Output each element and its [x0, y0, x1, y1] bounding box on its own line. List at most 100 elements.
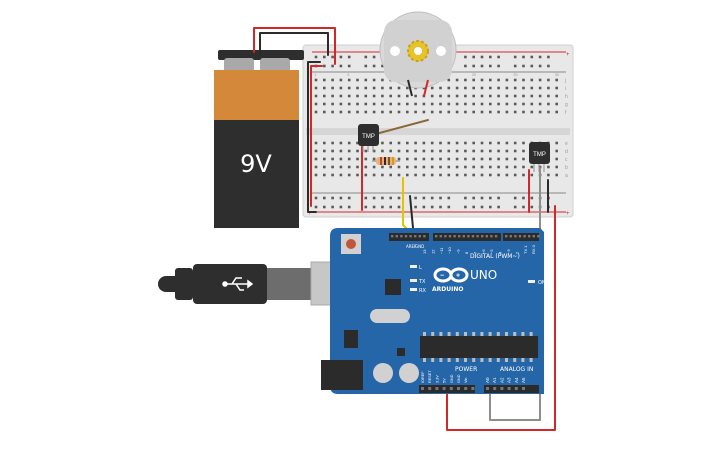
- breadboard-hole: [314, 173, 318, 177]
- breadboard-row-letter: g: [565, 102, 568, 108]
- digital-header-right: [433, 233, 501, 241]
- chip-pin: [464, 332, 467, 336]
- header-pin: [391, 235, 394, 238]
- breadboard-hole: [339, 165, 343, 169]
- breadboard-hole: [522, 196, 525, 200]
- bottom-pin-holes: [421, 387, 525, 390]
- header-pin: [494, 235, 498, 238]
- breadboard-hole: [323, 78, 326, 82]
- pin-label: GND: [457, 374, 461, 383]
- breadboard-hole: [356, 141, 359, 145]
- breadboard-hole: [331, 149, 334, 153]
- wire-left-black: [307, 61, 321, 213]
- breadboard-hole: [447, 196, 451, 200]
- chip-pin: [472, 358, 476, 362]
- breadboard-hole: [547, 102, 550, 106]
- breadboard-hole: [372, 110, 376, 114]
- header-pin: [458, 235, 461, 238]
- breadboard-hole: [447, 141, 451, 145]
- breadboard-hole: [422, 157, 426, 161]
- breadboard-hole: [447, 78, 451, 82]
- breadboard-hole: [439, 149, 442, 153]
- breadboard-hole: [555, 149, 558, 153]
- breadboard-hole: [356, 86, 359, 90]
- breadboard-hole: [480, 205, 484, 209]
- breadboard-hole: [505, 149, 509, 153]
- led-l: [410, 265, 417, 268]
- breadboard-hole: [323, 55, 326, 59]
- breadboard-hole: [347, 196, 351, 200]
- breadboard-hole: [406, 141, 409, 145]
- breadboard-hole: [331, 165, 334, 169]
- breadboard-hole: [547, 173, 550, 177]
- breadboard-hole: [347, 205, 351, 209]
- breadboard-column-number: 1: [314, 72, 317, 77]
- breadboard-hole: [513, 94, 517, 98]
- pin-label: 4: [498, 251, 503, 254]
- breadboard-hole: [489, 165, 492, 169]
- breadboard-hole: [430, 173, 434, 177]
- pin-label: A2: [499, 377, 504, 383]
- breadboard-hole: [439, 94, 442, 98]
- breadboard-hole: [372, 157, 376, 161]
- breadboard-hole: [489, 173, 492, 177]
- breadboard-hole: [497, 55, 500, 59]
- breadboard-hole: [513, 141, 517, 145]
- pin-label: RESET: [428, 370, 432, 383]
- breadboard-row-letter: f: [565, 110, 567, 116]
- dc-motor: [379, 11, 457, 97]
- header-pin: [453, 235, 456, 238]
- breadboard-hole: [505, 141, 509, 145]
- breadboard-hole: [430, 141, 434, 145]
- breadboard-hole: [372, 196, 376, 200]
- breadboard-hole: [480, 173, 484, 177]
- chip-pin: [439, 332, 443, 336]
- breadboard-hole: [513, 157, 517, 161]
- breadboard-hole: [397, 157, 401, 161]
- header-pin: [523, 235, 526, 238]
- breadboard-hole: [547, 165, 550, 169]
- breadboard-hole: [331, 78, 334, 82]
- breadboard-hole: [323, 196, 326, 200]
- breadboard-hole: [497, 110, 500, 114]
- breadboard-hole: [314, 102, 318, 106]
- breadboard-hole: [414, 157, 417, 161]
- breadboard-hole: [472, 110, 475, 114]
- breadboard-hole: [389, 110, 392, 114]
- chip-pin: [529, 358, 533, 362]
- breadboard-hole: [323, 165, 326, 169]
- breadboard-hole: [489, 55, 492, 59]
- chip-pin: [513, 358, 517, 362]
- breadboard-hole: [430, 86, 434, 90]
- breadboard-hole: [513, 64, 517, 68]
- breadboard-hole: [497, 157, 500, 161]
- breadboard-hole: [356, 149, 359, 153]
- breadboard-hole: [497, 196, 500, 200]
- breadboard-row-letter: i: [565, 86, 566, 92]
- breadboard-hole: [389, 165, 392, 169]
- header-pin: [507, 387, 511, 390]
- digital-header-label: DIGITAL (PWM~): [470, 253, 520, 260]
- breadboard-hole: [323, 102, 326, 106]
- breadboard-hole: [339, 102, 343, 106]
- breadboard-hole: [455, 102, 459, 106]
- led-l-label: L: [419, 265, 422, 271]
- breadboard-hole: [497, 78, 500, 82]
- rail-plus-bottom-left: +: [308, 211, 312, 217]
- breadboard-hole: [339, 55, 343, 59]
- chip-pin: [521, 358, 525, 362]
- breadboard-hole: [555, 110, 558, 114]
- breadboard-hole: [331, 196, 334, 200]
- breadboard-hole: [455, 149, 459, 153]
- header-pin: [505, 235, 508, 238]
- breadboard-hole: [447, 173, 451, 177]
- breadboard-hole: [464, 157, 467, 161]
- breadboard-hole: [381, 102, 384, 106]
- header-pin: [518, 235, 522, 238]
- breadboard-column-number: 5: [347, 72, 350, 77]
- breadboard-hole: [447, 157, 451, 161]
- breadboard-hole: [414, 196, 417, 200]
- battery-label: 9V: [240, 150, 272, 178]
- breadboard-hole: [497, 141, 500, 145]
